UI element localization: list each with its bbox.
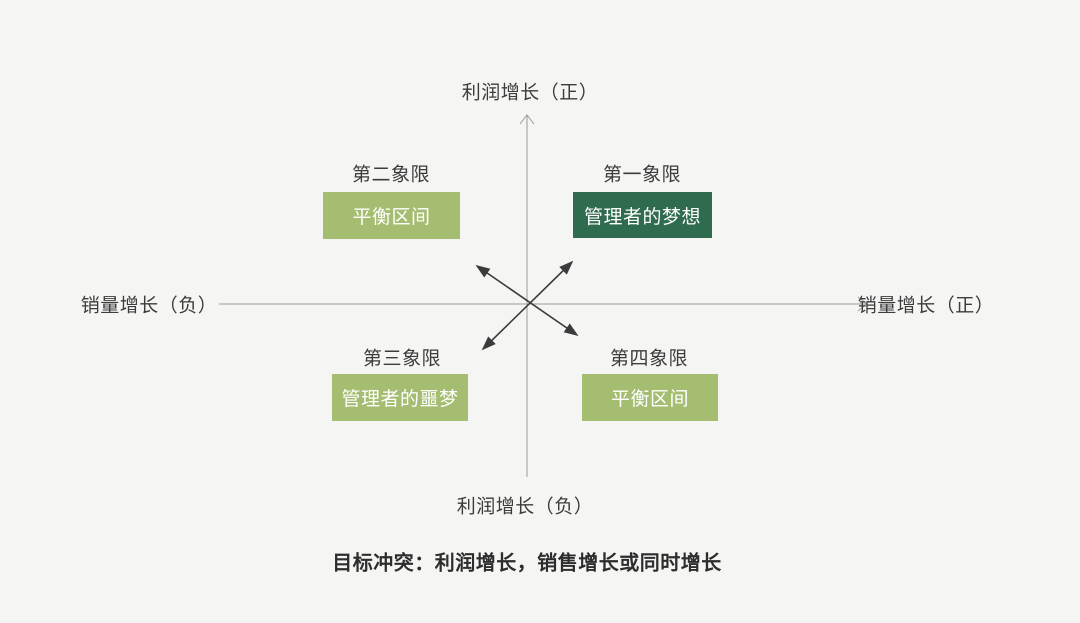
quadrant-2-label: 第二象限 [351,164,431,186]
quadrant-3-box: 管理者的噩梦 [332,374,468,421]
x-axis-arrow-icon [857,296,868,312]
quadrant-3-label: 第三象限 [362,348,442,370]
quadrant-4-label: 第四象限 [609,348,689,370]
axis-label-left: 销量增长（负） [80,295,218,317]
quadrant-2-box: 平衡区间 [323,192,460,239]
axis-label-right: 销量增长（正） [857,295,995,317]
diagram-caption: 目标冲突：利润增长，销售增长或同时增长 [332,552,722,575]
diagonal-arrow-q2-q4 [475,264,579,337]
quadrant-4-box: 平衡区间 [582,374,718,421]
axis-label-bottom: 利润增长（负） [456,496,594,518]
y-axis-arrow-icon [519,114,535,125]
quadrant-1-label: 第一象限 [602,164,682,186]
quadrant-1-box: 管理者的梦想 [573,192,712,238]
axis-label-top: 利润增长（正） [461,82,599,104]
